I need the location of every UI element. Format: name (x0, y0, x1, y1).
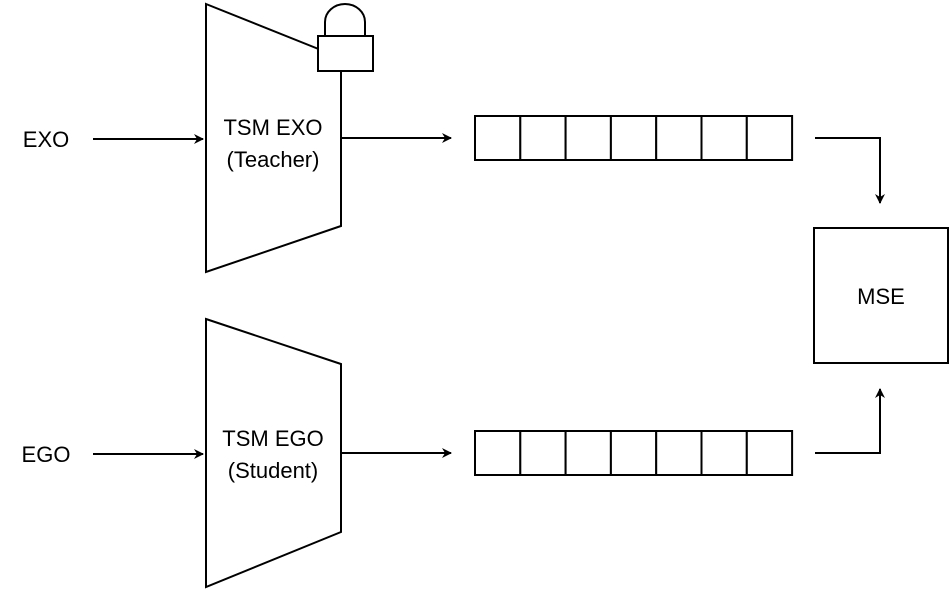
teacher-vector-cell (564, 115, 612, 161)
teacher-model-block (205, 2, 342, 274)
teacher-vector-cell (609, 115, 658, 161)
teacher-vector-cell (655, 115, 703, 161)
mse-loss-label: MSE (857, 284, 905, 309)
student-vector-cell (745, 430, 794, 476)
student-feature-vector (474, 430, 794, 476)
teacher-vector-cell (700, 115, 748, 161)
lock-icon (317, 3, 374, 72)
mse-loss-block (813, 227, 949, 364)
student-vector-cell (655, 430, 703, 476)
teacher-to-mse-arrow (815, 137, 885, 204)
teacher-vector-cell (519, 115, 567, 161)
teacher-vector-cell (474, 115, 522, 161)
teacher-feature-vector (474, 115, 794, 161)
exo-input-label: EXO (23, 127, 69, 152)
student-model-role: (Student) (228, 458, 319, 483)
student-vector-cell (609, 430, 658, 476)
teacher-model-name: TSM EXO (223, 115, 322, 140)
teacher-model-role: (Teacher) (227, 147, 320, 172)
student-model-name: TSM EGO (222, 426, 323, 451)
student-vector-cell (700, 430, 748, 476)
student-vector-cell (519, 430, 567, 476)
student-vector-cell (564, 430, 612, 476)
student-to-mse-arrow (815, 388, 885, 454)
teacher-vector-cell (745, 115, 794, 161)
student-model-block (205, 317, 342, 589)
ego-input-label: EGO (22, 442, 71, 467)
student-vector-cell (474, 430, 522, 476)
